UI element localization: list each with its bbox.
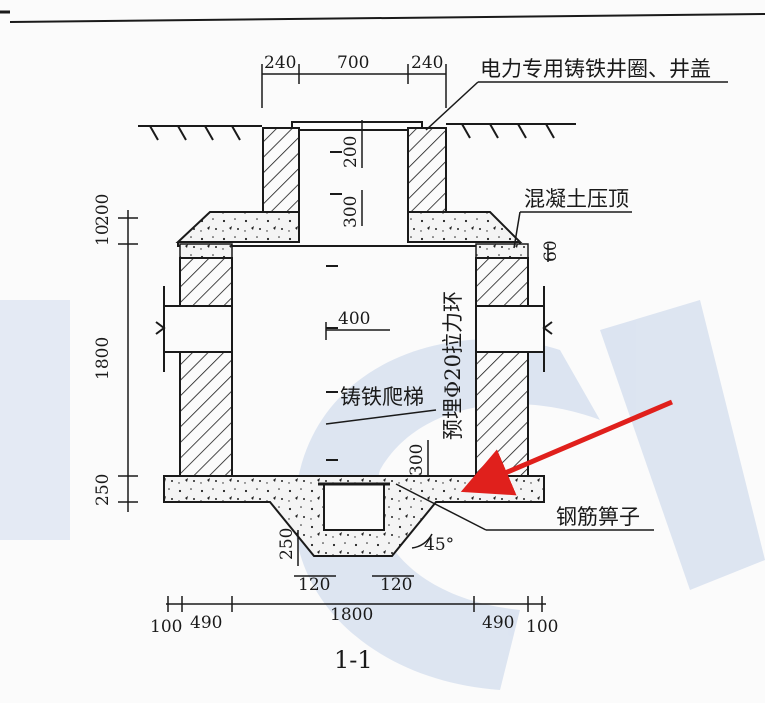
dim-300-lower: 300 (407, 444, 427, 476)
watermark (0, 300, 765, 690)
neck-wall-right (407, 127, 447, 213)
left-dimension-line (118, 210, 138, 512)
grate-leader (395, 483, 487, 531)
chamber-wall-left (179, 257, 233, 477)
pressure-top-left (179, 243, 233, 259)
dim-200: 200 (341, 136, 361, 168)
top-dimension-line (261, 64, 447, 108)
label-grate: 钢筋箅子 (556, 505, 640, 529)
bottom-dim-1800: 1800 (330, 605, 373, 625)
left-dim-10: 10 (93, 224, 113, 246)
cover-frame (291, 121, 423, 131)
pipe-opening-left (155, 286, 233, 372)
cover-leader (425, 81, 479, 131)
pit-dim-120-right: 120 (380, 575, 412, 595)
left-dim-200: 200 (93, 194, 113, 226)
red-arrow (460, 399, 673, 496)
pipe-opening-right (475, 286, 553, 372)
bottom-dim-490-left: 490 (190, 613, 222, 633)
bottom-dim-100-left: 100 (150, 617, 182, 637)
top-dim-240-left: 240 (264, 53, 296, 73)
dim-400: 400 (338, 309, 370, 329)
section-caption: 1-1 (334, 646, 373, 674)
top-dim-700: 700 (337, 53, 369, 73)
sump-pit (323, 483, 385, 531)
bottom-dim-100-right: 100 (526, 617, 558, 637)
neck-wall-left (262, 127, 300, 213)
label-ring: 预埋Φ20拉力环 (441, 291, 465, 440)
chamber-wall-right (475, 257, 529, 477)
left-dim-1800: 1800 (93, 337, 113, 380)
dim-300-upper: 300 (341, 196, 361, 228)
angle-arc (411, 533, 433, 549)
left-dim-250: 250 (93, 474, 113, 506)
top-dim-240-right: 240 (411, 53, 443, 73)
ground-line-right (446, 123, 576, 139)
ladder-leader (325, 409, 437, 425)
bottom-dimension-line (166, 596, 546, 612)
frame-top-line (9, 13, 765, 23)
pit-dim-250: 250 (277, 528, 297, 560)
angle-45: 45° (424, 535, 454, 555)
dim-60: 60 (541, 240, 561, 262)
ladder-rungs (326, 151, 342, 461)
top-leader (513, 211, 521, 249)
label-ladder: 铸铁爬梯 (340, 385, 424, 409)
ground-line-left (138, 125, 262, 141)
bottom-dim-490-right: 490 (482, 613, 514, 633)
label-concrete-top: 混凝土压顶 (524, 187, 629, 211)
pressure-top-right (475, 243, 529, 259)
pit-dim-120-left: 120 (298, 575, 330, 595)
label-cover: 电力专用铸铁井圈、井盖 (480, 57, 711, 81)
